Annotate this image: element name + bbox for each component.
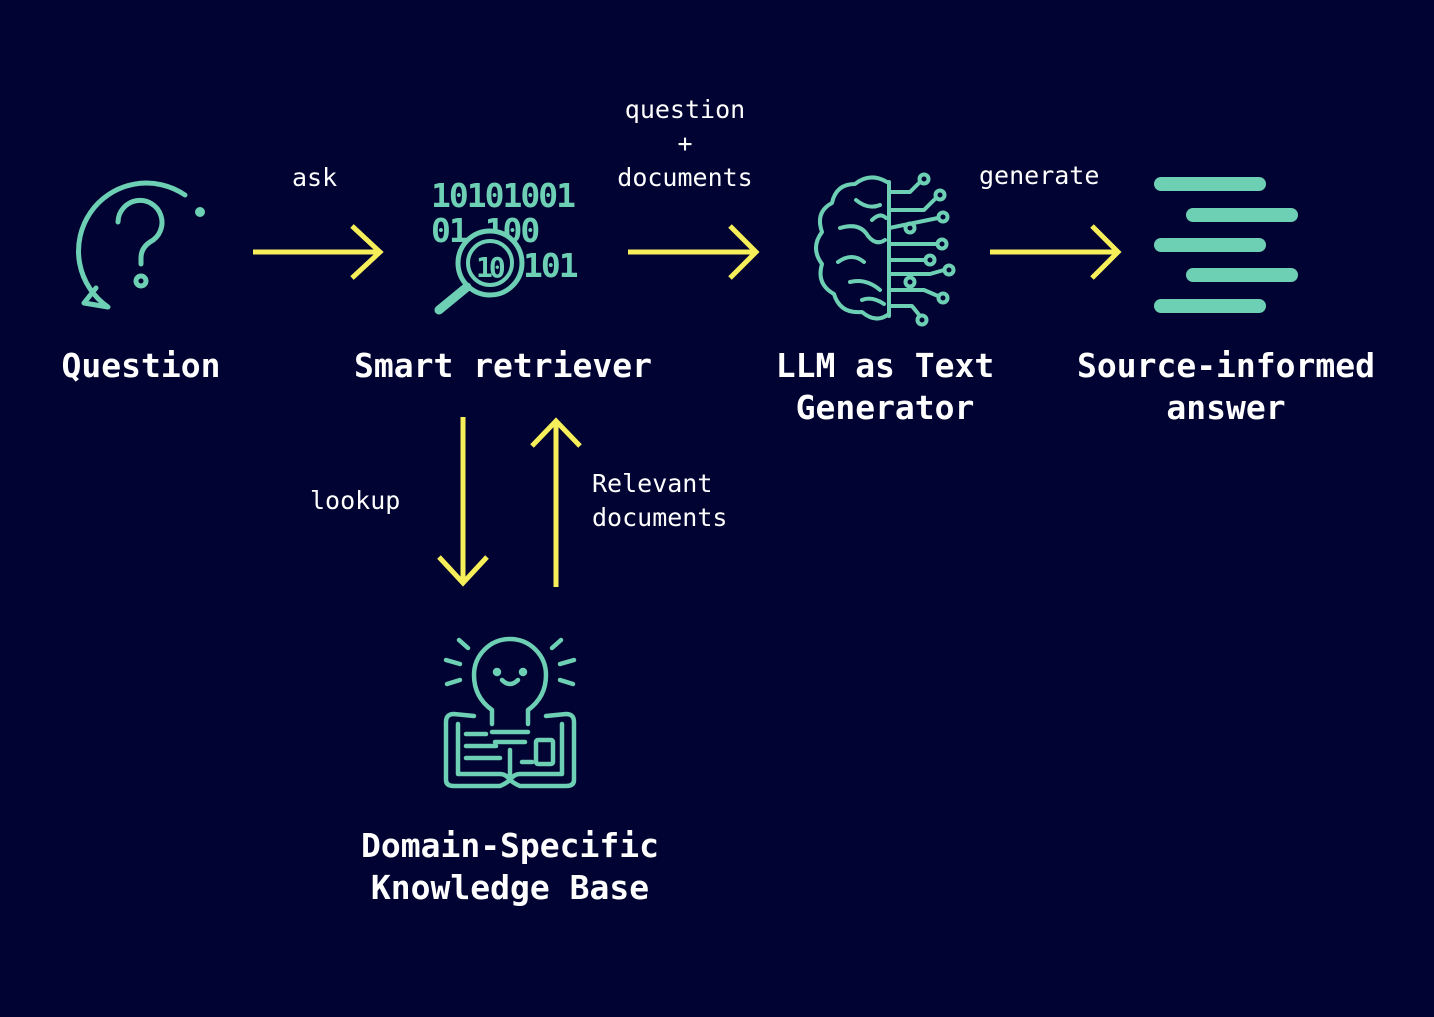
smart-retriever-label: Smart retriever <box>353 346 652 385</box>
arrow-generate <box>990 224 1122 280</box>
question-bubble-icon <box>76 180 205 310</box>
edge-label-lookup: lookup <box>310 486 401 515</box>
knowledge-base-label-line1: Domain-Specific <box>360 826 659 865</box>
edge-label-generate: generate <box>979 161 1100 190</box>
arrow-ask <box>253 224 384 280</box>
edge-label-relevant: Relevant <box>592 469 713 498</box>
edge-label-ask: ask <box>292 163 338 192</box>
answer-label-line2: answer <box>1166 388 1286 427</box>
lightbulb-book-icon <box>443 636 577 789</box>
question-label: Question <box>61 346 221 385</box>
arrow-relevant-documents <box>530 417 582 587</box>
arrow-lookup <box>437 417 489 587</box>
svg-text:10: 10 <box>476 251 505 284</box>
edge-label-plus: + <box>677 129 693 158</box>
knowledge-base-label-line2: Knowledge Base <box>370 868 650 907</box>
svg-text:10101001: 10101001 <box>431 176 575 215</box>
llm-label-line1: LLM as Text <box>775 346 995 385</box>
text-lines-icon <box>1154 177 1298 313</box>
edge-label-relevant-documents: documents <box>592 503 728 532</box>
llm-label-line2: Generator <box>795 388 975 427</box>
brain-circuit-icon <box>814 172 956 327</box>
edge-label-question: question <box>624 95 746 124</box>
svg-text:101: 101 <box>523 246 578 285</box>
binary-search-icon: 10101001 01 100 101 10 <box>431 176 580 315</box>
edge-label-documents: documents <box>617 163 753 192</box>
answer-label-line1: Source-informed <box>1076 346 1375 385</box>
arrow-question-documents <box>628 224 760 280</box>
